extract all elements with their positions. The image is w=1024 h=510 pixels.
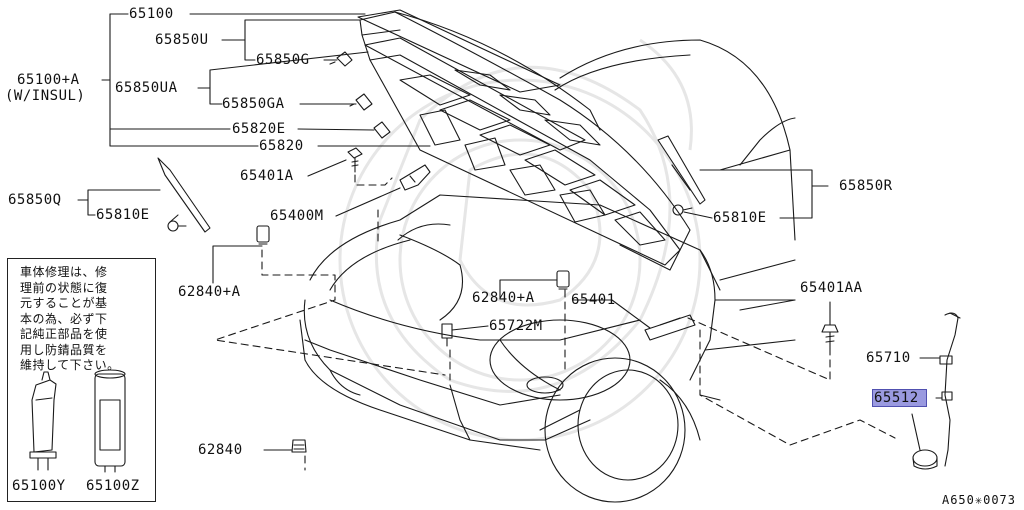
clip-65850GA [349,93,373,111]
part-label-65722m[interactable]: 65722M [489,318,543,334]
note-line: 記純正部品を使 [20,327,108,341]
spray-can-icon [94,369,126,473]
part-label-65400m[interactable]: 65400M [270,208,324,224]
part-label-w-insul: (W/INSUL) [5,88,86,104]
part-label-62840a-left[interactable]: 62840+A [178,284,241,300]
stopper-62840 [291,439,307,453]
sealant-tube-icon [29,371,57,471]
weatherstrip-right [657,135,706,205]
part-label-65710[interactable]: 65710 [866,350,911,366]
note-line: 元することが基 [20,296,108,310]
bolt-65401AA [821,324,839,349]
part-label-62840a-mid[interactable]: 62840+A [472,290,535,306]
weatherstrip-left [157,157,211,233]
bumper-62840A-mid [556,270,570,290]
note-line: 車体修理は、修 [20,265,108,279]
part-label-65100z[interactable]: 65100Z [86,478,140,494]
part-label-65100[interactable]: 65100 [129,6,174,22]
note-box: 車体修理は、修 理前の状態に復 元することが基 本の為、必ず下 記純正部品を使 … [7,258,156,502]
watermark [338,38,702,442]
part-label-65820[interactable]: 65820 [259,138,304,154]
handle-65512 [912,449,938,470]
clip-65850G [329,51,353,67]
part-label-65850g[interactable]: 65850G [256,52,310,68]
part-label-65850r[interactable]: 65850R [839,178,893,194]
part-label-65850q[interactable]: 65850Q [8,192,62,208]
part-label-62840[interactable]: 62840 [198,442,243,458]
sensor-65722M [441,323,453,347]
part-label-65100y[interactable]: 65100Y [12,478,66,494]
part-label-65810e-right[interactable]: 65810E [713,210,767,226]
dashed-lines [214,174,896,471]
trunk-lid [357,9,691,271]
part-label-65401a[interactable]: 65401A [240,168,294,184]
part-label-65850ua[interactable]: 65850UA [115,80,178,96]
part-label-65850ga[interactable]: 65850GA [222,96,285,112]
cable-65710 [939,312,961,467]
note-line: 本の為、必ず下 [20,311,108,326]
bumper-62840A-left [256,225,270,245]
note-line: 理前の状態に復 [20,280,108,295]
part-label-65401[interactable]: 65401 [571,292,616,308]
part-label-65820e[interactable]: 65820E [232,121,286,137]
part-label-65512[interactable]: 65512 [872,389,927,407]
diagram-reference-code: A650✳0073 [941,493,1016,507]
note-line: 維持して下さい。 [20,358,120,372]
part-label-65850u[interactable]: 65850U [155,32,209,48]
clip-65810E-left [167,220,187,232]
bolt-65401A [347,147,363,173]
clip-65820E [373,121,391,139]
part-label-65401aa[interactable]: 65401AA [800,280,863,296]
part-label-65512-text: 65512 [874,390,919,406]
repair-note: 車体修理は、修 理前の状態に復 元することが基 本の為、必ず下 記純正部品を使 … [20,265,150,374]
note-line: 用し防錆品質を [20,342,108,357]
part-label-65810e-left[interactable]: 65810E [96,207,150,223]
part-label-65100a[interactable]: 65100+A [17,72,80,88]
clip-65810E-right [672,204,693,216]
leader-lines [77,13,943,451]
hinge-65400M [399,164,431,191]
car-body [299,39,796,503]
